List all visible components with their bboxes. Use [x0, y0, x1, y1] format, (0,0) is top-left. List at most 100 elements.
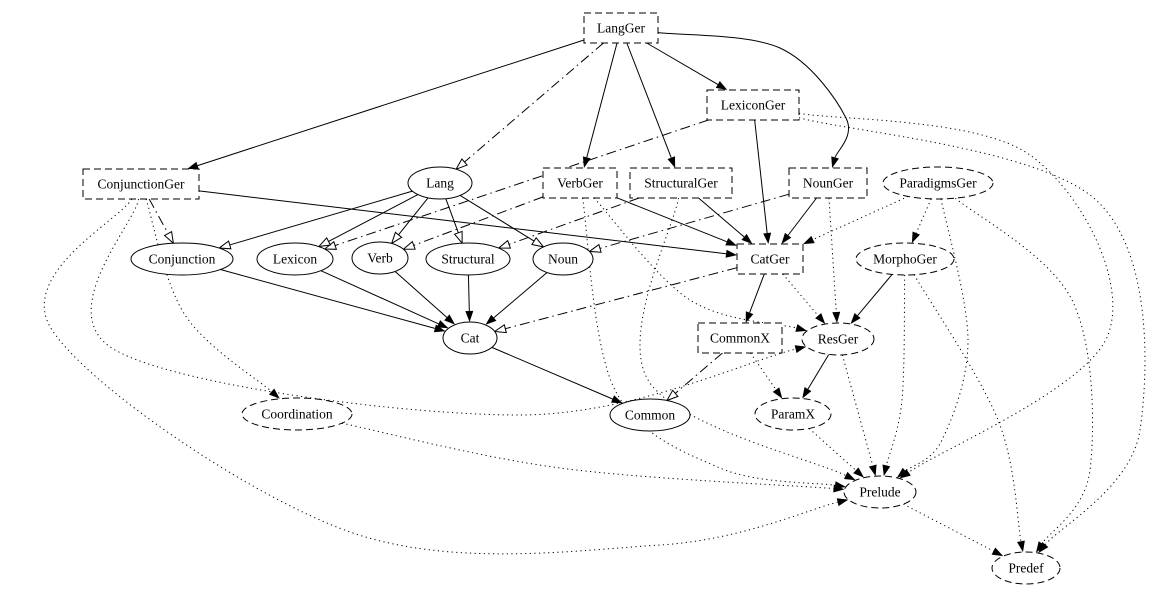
- edge-Structural-Cat: [467, 274, 470, 312]
- node-Common: Common: [609, 398, 691, 432]
- edge-ParadigmsGer-Predef: [955, 197, 1094, 544]
- node-CatGer: CatGer: [736, 243, 804, 275]
- arrowhead-NounGer-CatGer: [781, 232, 792, 244]
- edge-CommonX-ParamX: [750, 352, 777, 390]
- arrowhead-Lexicon-Cat: [436, 320, 449, 329]
- arrowhead-LangGer-Lang: [455, 158, 468, 171]
- node-StructuralGer: StructuralGer: [629, 167, 733, 199]
- edge-Lang-Conjunction: [229, 190, 413, 246]
- node-label: ResGer: [818, 332, 859, 347]
- node-label: Predef: [1008, 561, 1044, 576]
- edge-VerbGer-ResGer: [593, 197, 797, 329]
- node-label: Verb: [367, 251, 393, 266]
- node-LangGer: LangGer: [583, 12, 659, 44]
- module-ellipse-shape: [130, 242, 234, 276]
- arrowhead-NounGer-ResGer: [832, 311, 841, 324]
- arrowhead-CatGer-ResGer: [815, 313, 826, 325]
- node-label: Noun: [548, 252, 578, 267]
- edge-Lexicon-Cat: [320, 270, 439, 325]
- arrowhead-ParadigmsGer-CatGer: [803, 235, 815, 245]
- arrowhead-MorphoGer-Prelude: [882, 464, 891, 477]
- edge-Lang-Verb: [398, 197, 429, 236]
- node-label: Lang: [426, 176, 454, 191]
- module-ellipse-shape: [351, 241, 409, 275]
- node-label: Prelude: [859, 485, 900, 500]
- edge-StructuralGer-CatGer: [698, 197, 745, 238]
- edge-LangGer-Lang: [464, 42, 604, 163]
- module-ellipse-shape: [855, 242, 955, 276]
- edge-LexiconGer-Lexicon: [334, 119, 709, 246]
- edge-ConjunctionGer-Conjunction: [148, 198, 169, 234]
- module-ellipse-shape: [843, 475, 917, 509]
- edge-Conjunction-Cat: [220, 269, 436, 329]
- node-ParadigmsGer: ParadigmsGer: [882, 166, 994, 200]
- edge-Noun-Cat: [493, 272, 548, 319]
- edge-ParadigmsGer-CatGer: [812, 196, 909, 240]
- arrowhead-StructuralGer-Prelude: [843, 471, 856, 481]
- arrowhead-ConjunctionGer-Prelude: [836, 498, 849, 507]
- edge-ParamX-Prelude: [808, 428, 857, 471]
- node-Conjunction: Conjunction: [130, 242, 234, 276]
- edge-ParadigmsGer-Prelude: [904, 198, 969, 472]
- edge-NounGer-ResGer: [828, 197, 837, 313]
- node-Predef: Predef: [991, 551, 1061, 585]
- arrowhead-ParadigmsGer-Prelude: [896, 467, 908, 478]
- node-Structural: Structural: [425, 242, 511, 276]
- node-ResGer: ResGer: [801, 322, 875, 356]
- edge-LexiconGer-Predef: [798, 117, 1146, 545]
- node-Cat: Cat: [442, 321, 498, 355]
- edge-ResGer-Prelude: [841, 354, 874, 466]
- node-label: Structural: [441, 252, 494, 267]
- arrowhead-Lang-Lexicon: [317, 237, 332, 248]
- node-CommonX: CommonX: [697, 322, 783, 354]
- edge-StructuralGer-Prelude: [639, 197, 846, 476]
- node-label: ParadigmsGer: [899, 176, 977, 191]
- module-ellipse-shape: [754, 397, 832, 431]
- edge-MorphoGer-Prelude: [885, 274, 906, 466]
- module-ellipse-shape: [407, 166, 473, 200]
- edge-Lang-Noun: [459, 195, 535, 242]
- arrowhead-ConjunctionGer-ResGer: [794, 345, 807, 354]
- arrowhead-ParadigmsGer-Predef: [1035, 541, 1046, 553]
- edge-Cat-Common: [491, 346, 613, 400]
- module-box-shape: [736, 243, 804, 275]
- edge-LangGer-StructuralGer: [626, 42, 672, 158]
- node-Verb: Verb: [351, 241, 409, 275]
- edge-Lang-Structural: [445, 198, 459, 234]
- node-Lexicon: Lexicon: [256, 242, 334, 276]
- edge-CatGer-ResGer: [782, 273, 819, 316]
- edge-Prelude-Predef: [903, 503, 994, 552]
- node-label: VerbGer: [557, 176, 603, 191]
- node-Noun: Noun: [532, 242, 594, 276]
- arrowhead-CommonX-Common: [665, 389, 679, 402]
- edge-NounGer-CatGer: [787, 197, 817, 236]
- module-ellipse-shape: [882, 166, 994, 200]
- arrowhead-Conjunction-Cat: [433, 324, 446, 333]
- node-label: MorphoGer: [873, 252, 937, 267]
- arrowhead-NounGer-Noun: [588, 243, 602, 253]
- arrowhead-ResGer-ParamX: [802, 386, 812, 399]
- arrowhead-ConjunctionGer-Conjunction: [163, 230, 175, 245]
- edge-LangGer-VerbGer: [586, 42, 618, 158]
- node-LexiconGer: LexiconGer: [706, 89, 800, 121]
- edge-StructuralGer-Structural: [508, 197, 640, 245]
- arrowhead-CatGer-Cat: [493, 324, 507, 334]
- module-ellipse-shape: [442, 321, 498, 355]
- node-label: LexiconGer: [721, 98, 786, 113]
- arrowhead-Lang-Noun: [531, 236, 545, 248]
- edge-Coordination-Prelude: [341, 422, 834, 490]
- edge-Verb-Cat: [394, 271, 448, 318]
- module-box-shape: [706, 89, 800, 121]
- arrowhead-MorphoGer-Predef: [1017, 540, 1025, 553]
- module-box-shape: [629, 167, 733, 199]
- arrowhead-LangGer-StructuralGer: [667, 156, 676, 168]
- node-Coordination: Coordination: [241, 397, 353, 431]
- arrowhead-LexiconGer-Predef: [1038, 542, 1049, 554]
- arrowhead-Structural-Cat: [465, 310, 474, 323]
- module-ellipse-shape: [801, 322, 875, 356]
- arrowhead-Cat-Common: [610, 395, 623, 404]
- edge-LangGer-NounGer: [657, 32, 849, 158]
- node-Lang: Lang: [407, 166, 473, 200]
- edge-VerbGer-Prelude: [582, 197, 836, 486]
